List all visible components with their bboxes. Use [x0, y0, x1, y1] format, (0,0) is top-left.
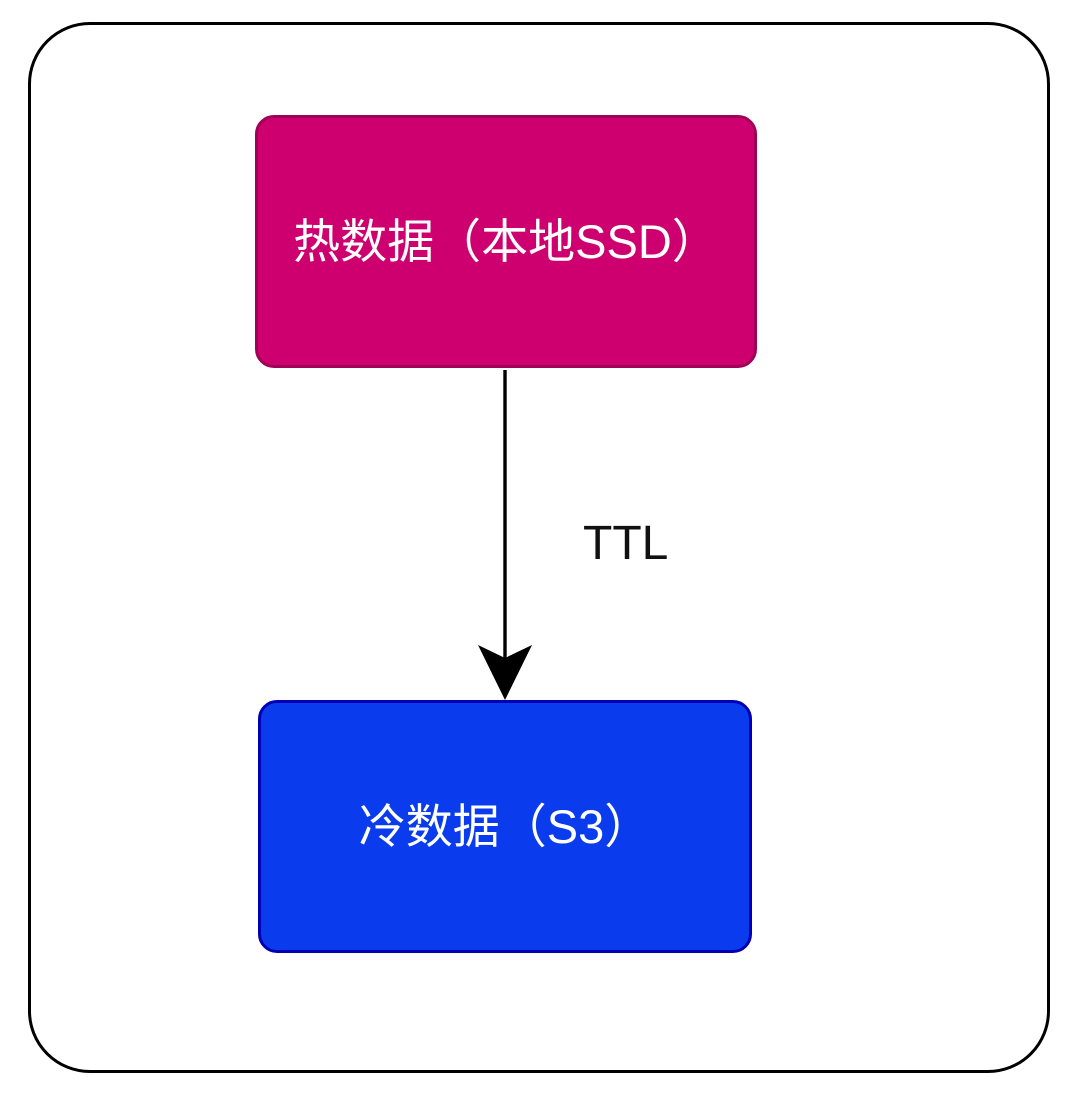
edge-label-ttl: TTL — [583, 517, 669, 570]
node-cold-data-label: 冷数据（S3） — [358, 799, 652, 853]
node-cold-data[interactable]: 冷数据（S3） — [258, 700, 752, 953]
node-hot-data-label: 热数据（本地SSD） — [293, 214, 719, 268]
node-hot-data[interactable]: 热数据（本地SSD） — [255, 115, 757, 368]
